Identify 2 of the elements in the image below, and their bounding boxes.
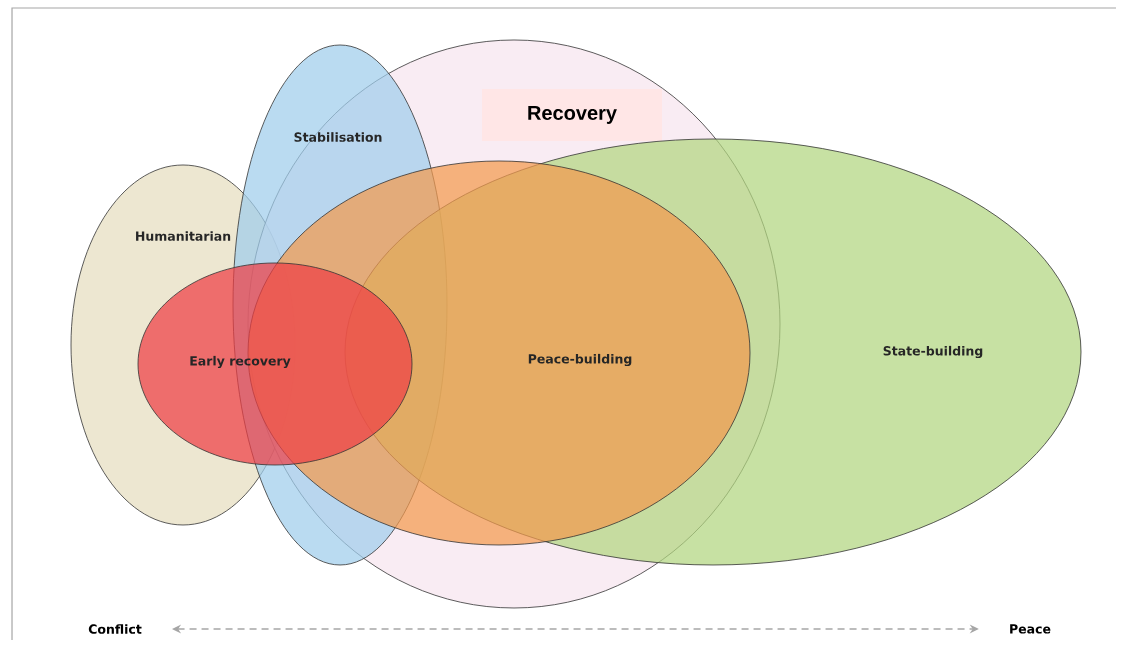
axis-label: Peace bbox=[1010, 624, 1051, 634]
axis-label: Conflict bbox=[88, 624, 142, 634]
